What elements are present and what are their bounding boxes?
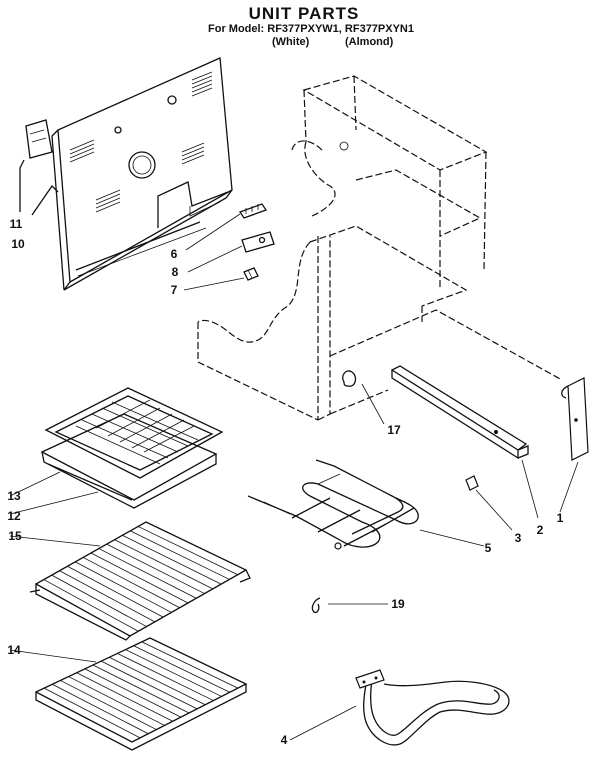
broil-element (289, 669, 510, 746)
callout-6: 6 (170, 247, 178, 261)
rack-wire (117, 653, 214, 701)
callout-2: 2 (536, 523, 544, 537)
callout-11: 11 (9, 217, 23, 231)
rack-wire (106, 543, 205, 594)
rack-wire (51, 574, 147, 627)
rack-wire (84, 668, 182, 718)
rack-wire (43, 687, 141, 739)
callout-3: 3 (514, 531, 522, 545)
rack-wire (125, 649, 222, 697)
rack-wire (43, 579, 139, 632)
side-trim-strip (390, 365, 529, 460)
gasket-part-17 (342, 370, 385, 425)
rack-wire (52, 683, 149, 735)
rack-wire (100, 660, 198, 710)
rack-wire (122, 534, 222, 585)
rack-wire (68, 676, 165, 726)
leader-lines (475, 459, 579, 531)
rack-wire (76, 672, 173, 722)
diagram-title: UNIT PARTS (248, 4, 360, 23)
clip-part-3 (465, 475, 479, 491)
back-panel (51, 57, 233, 291)
rack-wire (67, 565, 164, 618)
callout-14: 14 (7, 643, 21, 657)
callout-7: 7 (170, 283, 178, 297)
rack-wire (141, 641, 239, 689)
rack-wire (109, 656, 206, 706)
broiler-pan (9, 387, 224, 515)
bake-element (247, 459, 485, 550)
rack-wire (75, 561, 172, 613)
callout-15: 15 (8, 529, 22, 543)
rack-wire (60, 680, 157, 730)
callout-8: 8 (171, 265, 179, 279)
callout-4: 4 (280, 733, 288, 747)
callout-13: 13 (7, 489, 21, 503)
hook-part-19 (311, 597, 388, 614)
side-panel-end (561, 377, 589, 461)
callout-1: 1 (556, 511, 564, 525)
rack-wire (59, 570, 156, 623)
callout-19: 19 (391, 597, 405, 611)
rack-wire (130, 530, 230, 580)
rack-wire (133, 645, 230, 693)
variant-almond-label: (Almond) (345, 36, 394, 48)
small-parts-6-8-7 (183, 203, 275, 291)
rack-wire (90, 552, 189, 604)
rack-wire (114, 539, 214, 590)
rack-wire (92, 664, 190, 714)
callout-10: 10 (11, 237, 25, 251)
rack-wire (82, 557, 180, 609)
callout-5: 5 (484, 541, 492, 555)
rack-wire (98, 548, 197, 599)
rack-wire (137, 526, 238, 576)
oven-rack-upper (9, 521, 251, 641)
bracket-part (19, 119, 59, 216)
callout-17: 17 (387, 423, 401, 437)
oven-cabinet-outline (197, 75, 563, 421)
variant-white-label: (White) (272, 36, 310, 48)
oven-rack-lower (9, 637, 248, 751)
model-line: For Model: RF377PXYW1, RF377PXYN1 (208, 23, 414, 35)
callout-12: 12 (7, 509, 21, 523)
